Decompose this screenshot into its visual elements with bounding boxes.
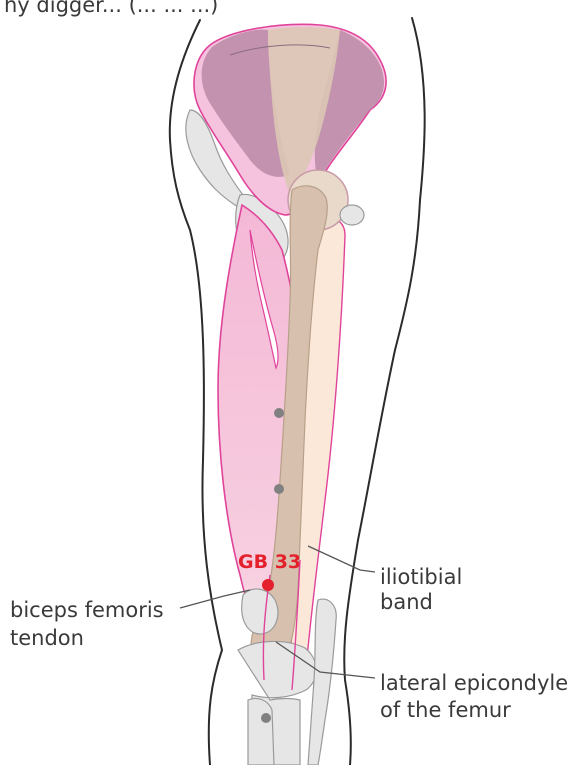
header-fragment: hy digger... (... ... ...) [4,0,218,17]
patella-knee [242,589,278,634]
marker-knee [261,713,271,723]
marker-thigh-lower [274,484,284,494]
gb33-point[interactable] [262,579,274,591]
gb33-label: GB 33 [238,551,301,573]
label-epicondyle-1: lateral epicondyle [380,671,568,695]
greater-trochanter [340,205,364,225]
leader-biceps [180,590,250,608]
label-iliotibial-2: band [380,590,433,614]
label-epicondyle-2: of the femur [380,698,511,722]
lower-tibia-bone [248,698,274,765]
label-biceps-2: tendon [10,626,84,650]
marker-thigh-upper [274,408,284,418]
label-iliotibial-1: iliotibial [380,565,462,589]
label-biceps-1: biceps femoris [10,598,164,622]
